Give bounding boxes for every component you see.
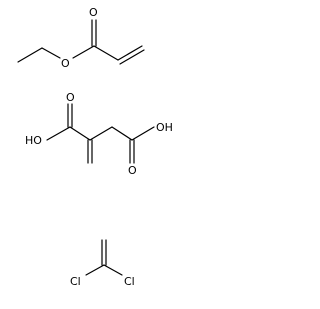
bond-c-ch bbox=[93, 45, 119, 61]
molecule-itaconic-acid: O HO OH O bbox=[25, 91, 173, 177]
bond-c-cl-left bbox=[85, 264, 105, 276]
bond-o-c bbox=[72, 45, 95, 59]
bond-alpha-ch2-chain bbox=[89, 126, 113, 141]
bond-ch2-right-cooh bbox=[111, 126, 133, 141]
atom-o-carbonyl: O bbox=[89, 6, 98, 19]
atom-ho-left: HO bbox=[25, 134, 42, 147]
chemical-structures-canvas: O O O HO OH O Cl C bbox=[17, 6, 173, 288]
bond-ch3-ch2 bbox=[17, 47, 43, 63]
bond-c-cl-right bbox=[103, 264, 123, 276]
bond-cooh-c-alpha bbox=[69, 126, 91, 141]
bond-left-c-oh bbox=[46, 126, 71, 141]
atom-oh-right: OH bbox=[156, 121, 173, 134]
bond-ch-ch2-a bbox=[117, 45, 143, 61]
bond-right-c-oh bbox=[131, 126, 155, 141]
atom-o-right-bottom: O bbox=[128, 164, 137, 177]
atom-cl-right: Cl bbox=[124, 275, 135, 288]
atom-o-left-top: O bbox=[66, 91, 75, 104]
atom-cl-left: Cl bbox=[70, 275, 81, 288]
atom-o-ester: O bbox=[61, 57, 70, 70]
molecule-ethyl-acrylate: O O bbox=[17, 6, 145, 70]
molecule-1-1-dichloroethene: Cl Cl bbox=[70, 239, 135, 288]
bond-ch-ch2-b bbox=[119, 49, 145, 65]
bond-ch2-o bbox=[41, 47, 61, 59]
